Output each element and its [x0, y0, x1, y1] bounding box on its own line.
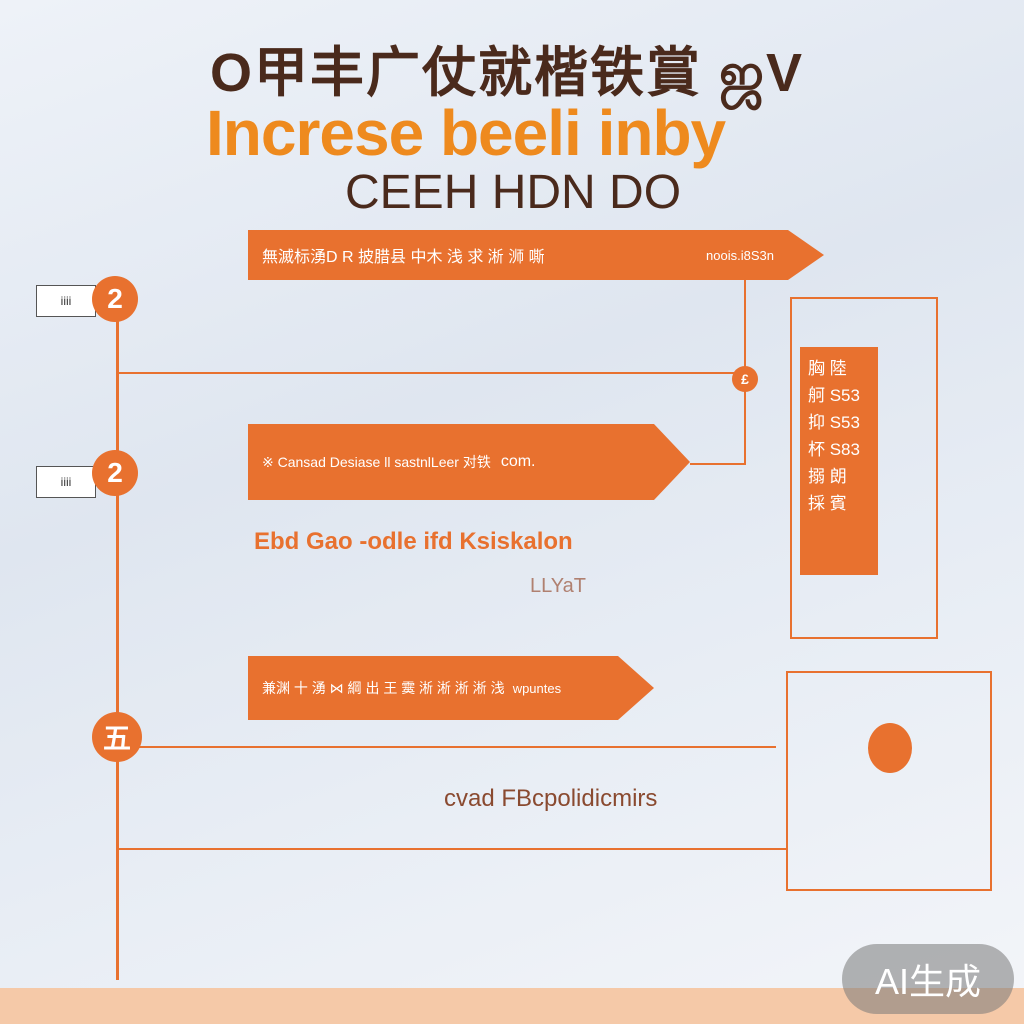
step-text: 兼渊 十 湧 ⋈ 綱 出 王 霙 淅 淅 淅 淅 浅 [262, 680, 505, 696]
step-suffix: com. [500, 453, 536, 470]
title-line-2: Increse beeli inby [206, 97, 726, 169]
step-number: 2 [92, 450, 138, 496]
lower-label: cvad FBcpolidicmirs [444, 785, 658, 812]
connector-line [116, 746, 776, 748]
panel-banner: 胸 陸 舸 S53 抑 S53 杯 S83 搦 朗 採 賓 [800, 347, 878, 575]
panel-line: 搦 朗 [808, 467, 847, 486]
step-tag: iiii [36, 466, 96, 498]
right-panel-bottom [786, 671, 992, 891]
step-number: 2 [92, 276, 138, 322]
step-tag: iiii [36, 285, 96, 317]
connector-line [116, 372, 746, 374]
step-text: ※ Cansad Desiase ll sastnlLeer 对铁 [262, 454, 491, 470]
panel-line: 舸 S53 [808, 386, 860, 405]
step-suffix: noois.i8S3n [706, 247, 774, 263]
panel-line: 採 賓 [808, 494, 847, 513]
step-arrow: ※ Cansad Desiase ll sastnlLeer 对铁 com. [248, 424, 690, 500]
step-suffix: wpuntes [512, 680, 562, 696]
timeline-line [116, 300, 119, 980]
small-circle: £ [732, 366, 758, 392]
connector-line [116, 848, 786, 850]
step-arrow: 無滅标湧D R 披腊县 中木 浅 求 淅 浉 嘶 noois.i8S3n [248, 230, 824, 280]
title-line-3: CEEH HDN DO [345, 166, 682, 219]
panel-line: 抑 S53 [808, 413, 860, 432]
panel-line: 杯 S83 [808, 440, 860, 459]
step-arrow: 兼渊 十 湧 ⋈ 綱 出 王 霙 淅 淅 淅 淅 浅 wpuntes [248, 656, 654, 720]
panel-illustration [868, 723, 912, 773]
ai-generated-watermark: AI生成 [842, 944, 1014, 1014]
right-panel-top: 胸 陸 舸 S53 抑 S53 杯 S83 搦 朗 採 賓 [790, 297, 938, 639]
step-text: 無滅标湧D R 披腊县 中木 浅 求 淅 浉 嘶 [262, 249, 545, 266]
mid-sublabel: LLYaT [530, 575, 586, 597]
panel-line: 胸 陸 [808, 359, 847, 378]
step-number: 五 [92, 712, 142, 762]
connector-line [690, 463, 746, 465]
title-line-1: O甲丰广仗就楷铁賞 ஜV [210, 43, 805, 103]
mid-label: Ebd Gao -odle ifd Ksiskalon [254, 528, 573, 555]
